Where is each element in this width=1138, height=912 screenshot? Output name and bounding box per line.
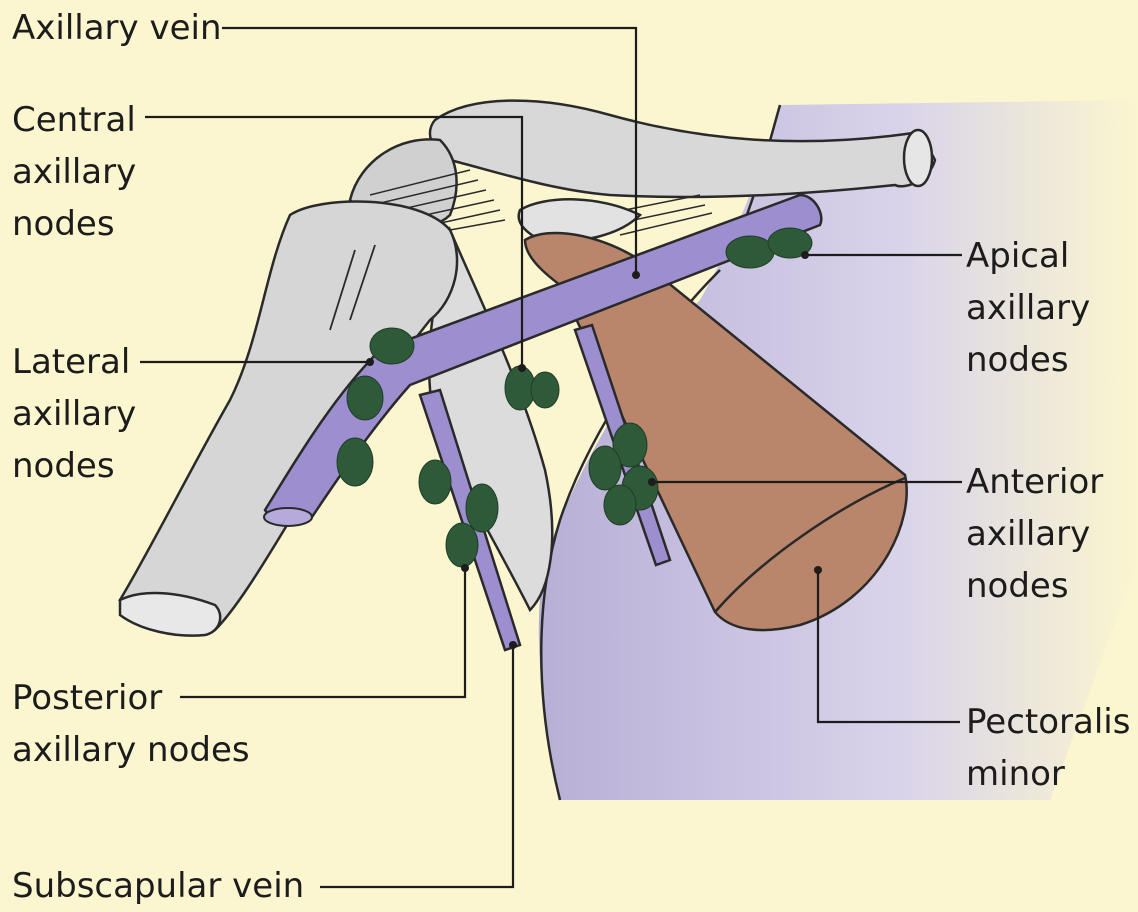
label-subscapular-vein: Subscapular vein [12,860,304,912]
label-posterior-axillary-nodes: Posterior axillary nodes [12,672,250,776]
label-apical-axillary-nodes: Apical axillary nodes [966,230,1090,386]
label-central-axillary-nodes: Central axillary nodes [12,94,136,250]
label-lateral-axillary-nodes: Lateral axillary nodes [12,336,136,492]
leader-subscapular-vein [320,645,513,887]
label-pectoralis-minor: Pectoralis minor [966,696,1130,800]
label-anterior-axillary-nodes: Anterior axillary nodes [966,456,1103,612]
label-axillary-vein: Axillary vein [12,2,222,54]
humerus [120,201,457,630]
